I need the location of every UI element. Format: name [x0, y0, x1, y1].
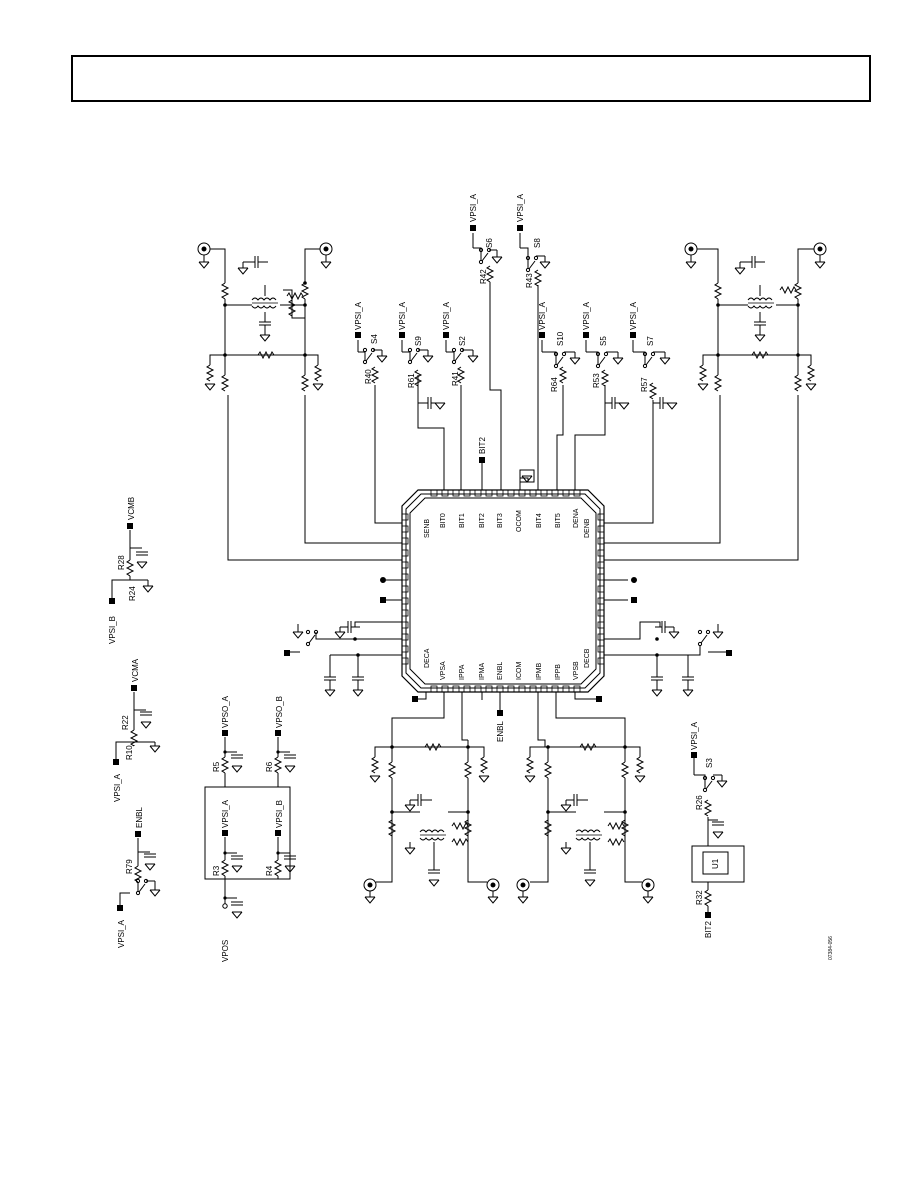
power-circuit [204, 737, 297, 919]
r57-label: R57 [640, 377, 649, 392]
pin-bit1: BIT1 [459, 513, 466, 528]
s4-supply: VPSI_A [354, 301, 363, 330]
r24-label: R24 [128, 586, 137, 601]
enbl-label: ENBL [135, 807, 144, 828]
s8-name: S8 [533, 238, 542, 248]
pin-denb: DENB [584, 518, 591, 538]
pin-dena: DENA [573, 508, 580, 528]
vpos-label: VPOS [221, 940, 230, 962]
bit2-u1-label: BIT2 [704, 921, 713, 938]
vpso-b-label: VPSO_B [275, 696, 284, 728]
vpsi-a-power-label: VPSI_A [221, 799, 230, 828]
r22-label: R22 [121, 715, 130, 730]
pin-vpsa: VPSA [440, 661, 447, 680]
enbl-bottom-label: ENBL [496, 721, 505, 742]
pin-senb: SENB [424, 519, 431, 538]
s10-supply: VPSI_A [538, 301, 547, 330]
s6-name: S6 [485, 238, 494, 248]
vpsi-b-label: VPSI_B [108, 616, 117, 644]
bottom-left-network [363, 740, 500, 904]
figure-id: 07384-056 [828, 936, 834, 960]
pin-bit2: BIT2 [479, 513, 486, 528]
left-decoupling [290, 620, 370, 697]
s2-name: S2 [458, 336, 467, 346]
right-decoupling [650, 620, 726, 697]
s7-supply: VPSI_A [629, 301, 638, 330]
pin-enbl: ENBL [497, 662, 504, 680]
pin-ippb: IPPB [555, 664, 562, 680]
enbl-supply-label: VPSI_A [117, 919, 126, 948]
pin-vpsb: VPSB [573, 661, 580, 680]
pin-decb: DECB [584, 648, 591, 668]
s8-supply: VPSI_A [516, 193, 525, 222]
s4-name: S4 [370, 334, 379, 344]
pin-ipma: IPMA [479, 663, 486, 680]
top-left-network [197, 242, 333, 392]
pin-bit5: BIT5 [555, 513, 562, 528]
header-box [71, 55, 871, 102]
chip-pins [401, 489, 605, 693]
s7-name: S7 [646, 336, 655, 346]
pin-ocom: OCOM [516, 510, 523, 532]
vcmb-circuit [111, 530, 154, 600]
pin-bit4: BIT4 [536, 513, 543, 528]
vcma-circuit [115, 692, 161, 760]
r32-label: R32 [695, 890, 704, 905]
r26-label: R26 [695, 795, 704, 810]
s10-name: S10 [556, 331, 565, 346]
r4-label: R4 [265, 865, 274, 876]
enbl-circuit [119, 838, 161, 905]
bottom-right-network [516, 743, 655, 904]
r79-label: R79 [125, 859, 134, 874]
r6-label: R6 [265, 761, 274, 772]
vpsi-b-power-label: VPSI_B [275, 800, 284, 828]
r28-label: R28 [117, 555, 126, 570]
u1-supply-label: VPSI_A [690, 721, 699, 750]
s6-supply: VPSI_A [469, 193, 478, 222]
r42-label: R42 [479, 269, 488, 284]
pin-ipmb: IPMB [536, 663, 543, 680]
r43-label: R43 [525, 273, 534, 288]
pin-ippa: IPPA [459, 664, 466, 680]
s3-label: S3 [705, 758, 714, 768]
s5-name: S5 [599, 336, 608, 346]
pin-icom: ICOM [516, 662, 523, 680]
s9-name: S9 [414, 336, 423, 346]
vcma-label: VCMA [131, 658, 140, 682]
r40-label: R40 [364, 369, 373, 384]
r64-label: R64 [550, 377, 559, 392]
r53-label: R53 [592, 373, 601, 388]
vpso-a-label: VPSO_A [221, 695, 230, 728]
r3-label: R3 [212, 865, 221, 876]
wires [227, 282, 799, 747]
r10-label: R10 [125, 745, 134, 760]
s9-supply: VPSI_A [398, 301, 407, 330]
u1-label: U1 [711, 858, 720, 869]
r5-label: R5 [212, 761, 221, 772]
vcma-supply-label: VPSI_A [113, 773, 122, 802]
s2-supply: VPSI_A [442, 301, 451, 330]
r41-label: R41 [451, 371, 460, 386]
pin-bit3: BIT3 [497, 513, 504, 528]
side-dots [380, 577, 637, 702]
u1-circuit [691, 758, 745, 912]
pin-bit0: BIT0 [440, 513, 447, 528]
vcmb-label: VCMB [127, 497, 136, 520]
r61-label: R61 [407, 373, 416, 388]
top-switches [357, 233, 678, 483]
pin-deca: DECA [424, 648, 431, 668]
top-right-network [684, 242, 827, 392]
s5-supply: VPSI_A [582, 301, 591, 330]
bit2-top-label: BIT2 [478, 437, 487, 454]
